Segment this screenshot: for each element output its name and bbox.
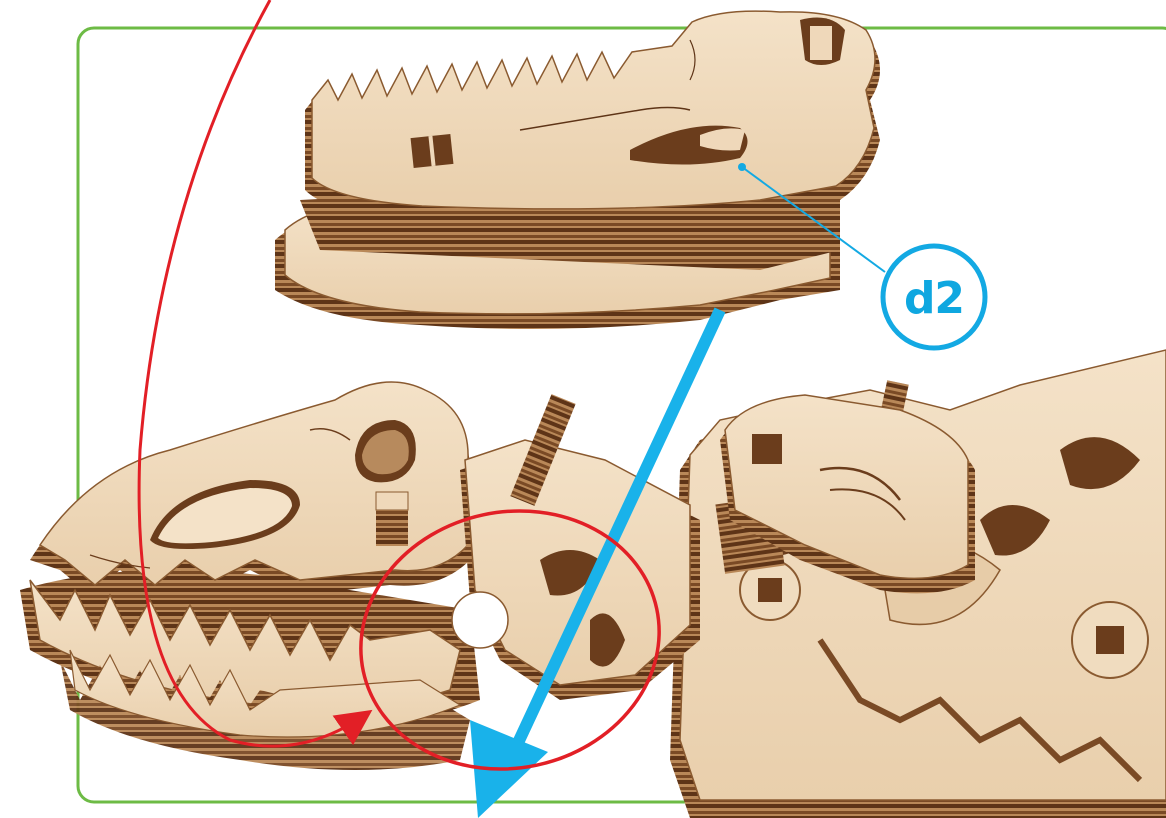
lower-skull-part [20, 382, 480, 770]
skull-part-d2 [275, 11, 880, 329]
callout-label-d2: d2 [878, 246, 990, 350]
